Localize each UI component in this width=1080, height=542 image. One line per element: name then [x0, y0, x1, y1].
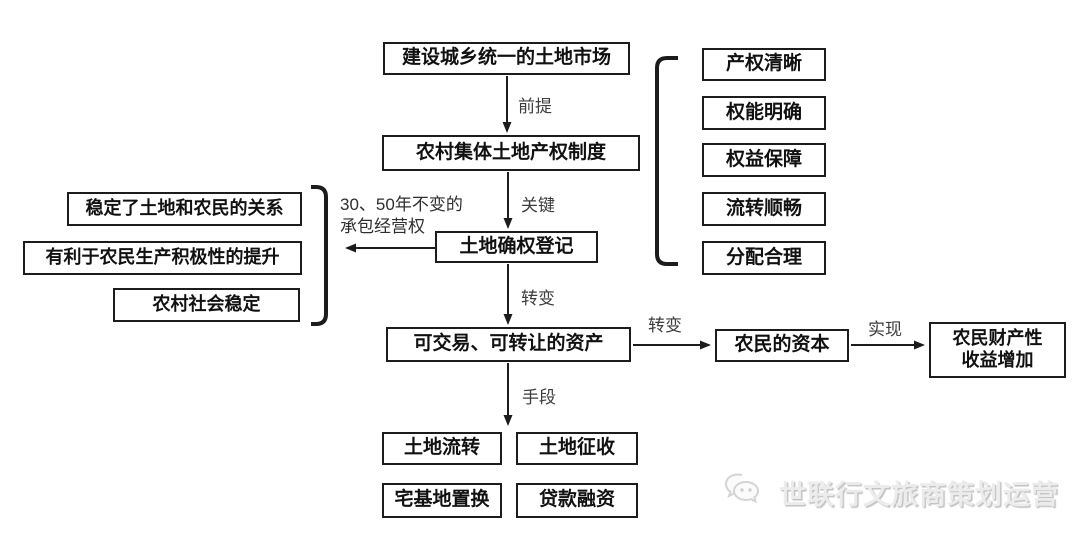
edge-label-key: 关键: [521, 196, 555, 215]
wechat-icon: [722, 472, 772, 513]
edge-label-transform: 转变: [521, 289, 555, 308]
node-land-market: 建设城乡统一的土地市场: [383, 42, 630, 75]
node-property-income: 农民财产性 收益增加: [929, 322, 1066, 378]
node-effect-production-motivation: 有利于农民生产积极性的提升: [23, 241, 302, 275]
node-effect-stable-relation: 稳定了土地和农民的关系: [67, 192, 302, 226]
principles-bracket: [655, 56, 678, 266]
node-principle-clear-powers: 权能明确: [702, 96, 826, 130]
node-tradable-assets: 可交易、可转让的资产: [386, 327, 631, 362]
edge-label-realize: 实现: [868, 320, 902, 339]
effects-bracket: [311, 185, 328, 326]
node-means-homestead-replacement: 宅基地置换: [382, 483, 502, 518]
node-means-land-expropriation: 土地征收: [516, 432, 638, 465]
node-effect-rural-stability: 农村社会稳定: [113, 288, 300, 322]
edge-label-premise: 前提: [518, 97, 552, 116]
edge-label-means: 手段: [522, 388, 556, 407]
node-principle-rights-protection: 权益保障: [702, 143, 826, 177]
edge-label-transform-right: 转变: [648, 316, 682, 335]
node-property-system: 农村集体土地产权制度: [382, 135, 640, 171]
watermark: 世联行文旅商策划运营: [722, 472, 1059, 513]
node-means-land-transfer: 土地流转: [382, 432, 502, 465]
node-means-loan-financing: 贷款融资: [516, 483, 638, 518]
node-principle-clear-property-rights: 产权清晰: [702, 48, 826, 81]
node-registration: 土地确权登记: [435, 231, 598, 263]
watermark-text: 世联行文旅商策划运营: [779, 480, 1059, 510]
node-farmers-capital: 农民的资本: [715, 329, 849, 362]
contract-right-note: 30、50年不变的 承包经营权: [340, 195, 463, 236]
node-principle-fair-distribution: 分配合理: [702, 241, 826, 275]
node-principle-smooth-transfer: 流转顺畅: [702, 192, 826, 226]
